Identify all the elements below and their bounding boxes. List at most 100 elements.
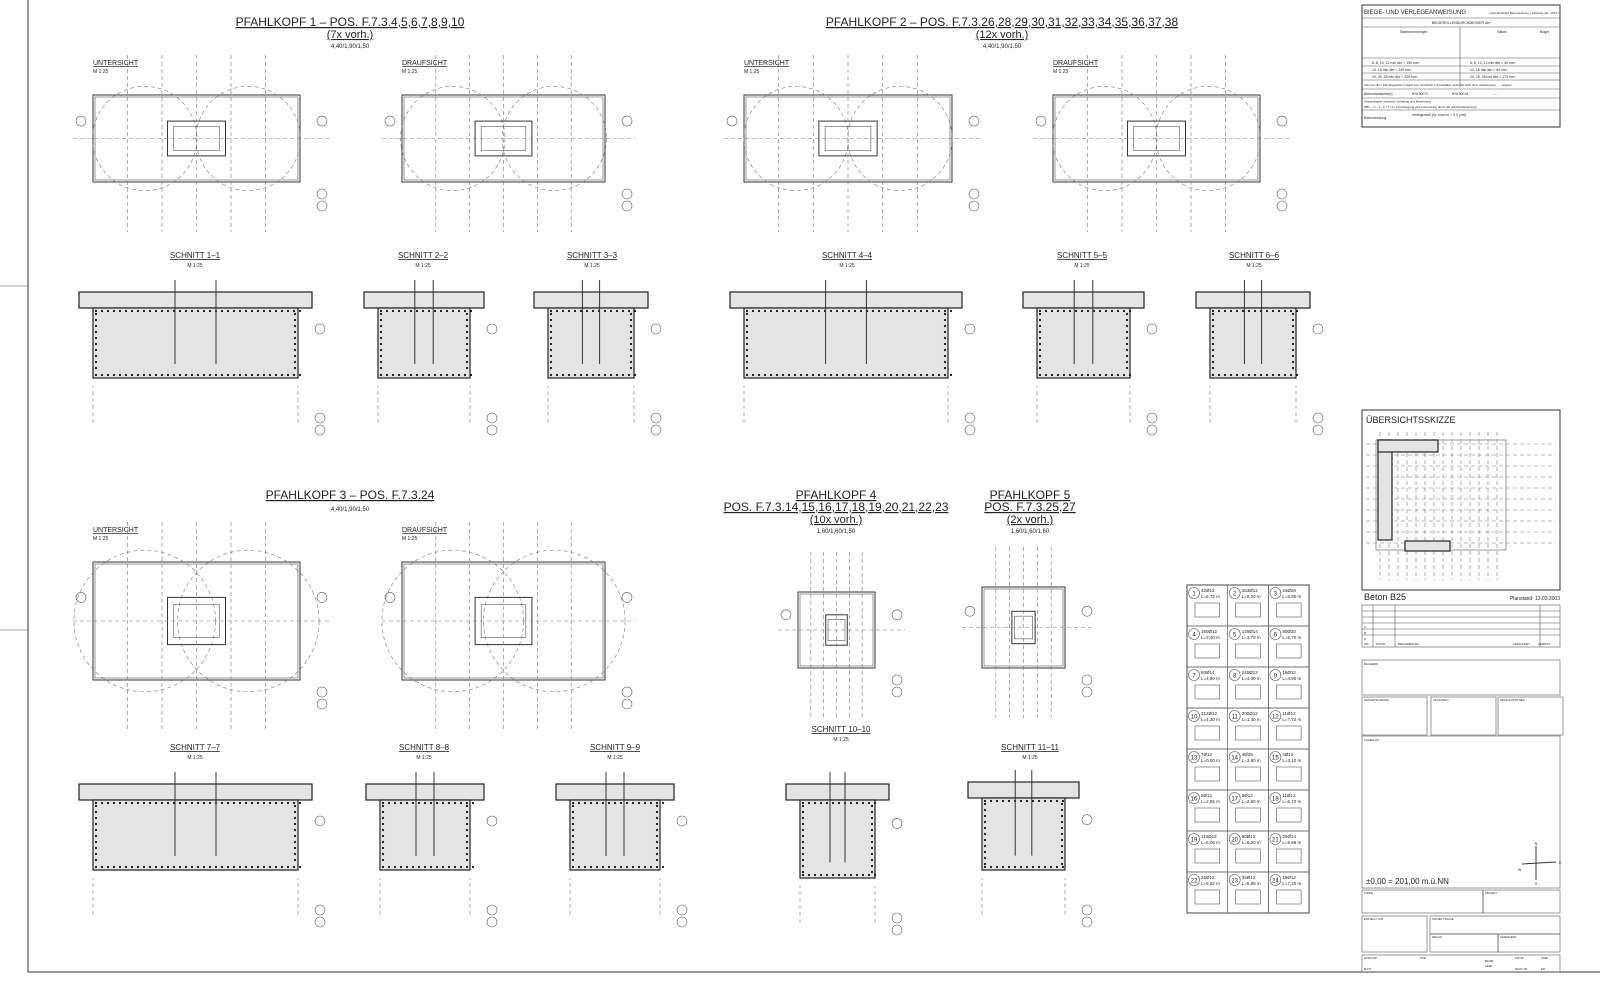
rebar-dot xyxy=(1283,373,1287,377)
rebar-dot xyxy=(585,309,589,313)
bar-number-bubble xyxy=(1188,792,1200,804)
rebar-dot xyxy=(1125,348,1129,352)
label: IND. xyxy=(1541,968,1546,971)
bar-mark-bubble xyxy=(1312,323,1324,335)
bar-number-bubble xyxy=(1228,669,1241,681)
rebar-dot xyxy=(883,373,887,377)
rebar-dot xyxy=(100,309,104,313)
rebar-dot xyxy=(238,373,242,377)
rebar-dot xyxy=(381,822,385,826)
rebar-dot xyxy=(1289,309,1293,313)
floor-slab xyxy=(1022,291,1145,309)
field-box xyxy=(1361,696,1428,736)
floor-slab xyxy=(967,781,1080,799)
rebar-dot xyxy=(286,865,290,869)
bar-number-bubble xyxy=(1269,628,1282,640)
rebar-dot xyxy=(293,822,297,826)
rebar-dot xyxy=(136,373,140,377)
scale-label: M 1:25 xyxy=(833,737,849,743)
rebar-dot xyxy=(1061,799,1065,803)
highlighted-area xyxy=(1377,439,1439,453)
rebar-dot xyxy=(637,865,641,869)
overview-sketch xyxy=(1361,409,1561,591)
rebar-dot xyxy=(889,373,893,377)
bar-number: 20 xyxy=(1231,838,1238,844)
rebar-dot xyxy=(817,309,821,313)
rebar-dot xyxy=(459,865,463,869)
rebar-dot xyxy=(250,373,254,377)
rebar-dot xyxy=(403,373,407,377)
rebar-dot xyxy=(751,373,755,377)
rebar-dot xyxy=(619,801,623,805)
bar-length: L=3,80 m xyxy=(1242,758,1261,763)
rebar-dot xyxy=(573,373,577,377)
rebar-dot xyxy=(94,865,98,869)
rebar-dot xyxy=(1247,373,1251,377)
rebar-dot xyxy=(1211,354,1215,358)
rebar-dot xyxy=(1211,309,1215,313)
rebar-dot xyxy=(465,816,469,820)
rebar-dot xyxy=(631,865,635,869)
bar-length: L=5,70 m xyxy=(1282,635,1301,640)
rebar-dot xyxy=(1128,309,1132,313)
rebar-dot xyxy=(1241,309,1245,313)
bar-shape xyxy=(1194,848,1221,864)
section-title: SCHNITT 9–9 xyxy=(590,743,641,752)
rebar-dot xyxy=(439,373,443,377)
rebar-dot xyxy=(166,309,170,313)
rebar-dot xyxy=(1055,865,1059,869)
section-title: SCHNITT 6–6 xyxy=(1229,251,1280,260)
bar-mark-bubble xyxy=(314,412,326,424)
rebar-dot xyxy=(465,354,469,358)
rebar-dot xyxy=(142,865,146,869)
rebar-dot xyxy=(661,801,665,805)
rebar-dot xyxy=(280,865,284,869)
bar-mark-bubble xyxy=(964,412,976,424)
rebar-dot xyxy=(1092,373,1096,377)
rebar-dot xyxy=(142,801,146,805)
section-title: SCHNITT 5–5 xyxy=(1057,251,1108,260)
rebar-dot xyxy=(1223,373,1227,377)
pile-cap-count: (7x vorh.) xyxy=(327,29,373,41)
rebar-dot xyxy=(379,324,383,328)
rebar-dot xyxy=(629,318,633,322)
rebar-dot xyxy=(801,834,805,838)
bar-shape xyxy=(1276,725,1302,741)
rebar-dot xyxy=(415,373,419,377)
rebar-dot xyxy=(835,309,839,313)
rebar-dot xyxy=(465,348,469,352)
bar-number-bubble xyxy=(1269,710,1282,722)
rebar-dot xyxy=(1060,838,1064,842)
pile-cap-dimensions: 1,60/1,60/1,60 xyxy=(1011,529,1050,535)
label: Haken xyxy=(1497,30,1507,34)
rebar-dot xyxy=(196,801,200,805)
rebar-dot xyxy=(763,309,767,313)
rebar-dot xyxy=(870,828,874,832)
rebar-dot xyxy=(629,324,633,328)
bar-mark-bubble xyxy=(316,686,328,698)
rebar-dot xyxy=(381,816,385,820)
rebar-dot xyxy=(627,373,631,377)
bar-length: L=7,72 m xyxy=(1282,717,1301,722)
rebar-dot xyxy=(1295,309,1299,313)
rebar-dot xyxy=(745,360,749,364)
rebar-dot xyxy=(415,309,419,313)
rebar-dot xyxy=(136,309,140,313)
rebar-dot xyxy=(262,865,266,869)
section-title: SCHNITT 7–7 xyxy=(170,743,221,752)
rebar-dot xyxy=(238,801,242,805)
bar-shape xyxy=(1235,602,1261,618)
rebar-dot xyxy=(870,834,874,838)
rebar-dot xyxy=(94,342,98,346)
rebar-dot xyxy=(1074,309,1078,313)
rebar-dot xyxy=(595,801,599,805)
rebar-dot xyxy=(136,801,140,805)
rebar-dot xyxy=(465,834,469,838)
bar-quantity: 16Ø12 xyxy=(1282,670,1296,675)
rebar-dot xyxy=(286,309,290,313)
rebar-dot xyxy=(625,801,629,805)
rebar-dot xyxy=(801,873,805,877)
label: Verlegemaß (s): nom cv = 5,0 (cm) xyxy=(1412,113,1466,117)
bar-shape xyxy=(1194,807,1221,823)
rebar-dot xyxy=(1060,826,1064,830)
